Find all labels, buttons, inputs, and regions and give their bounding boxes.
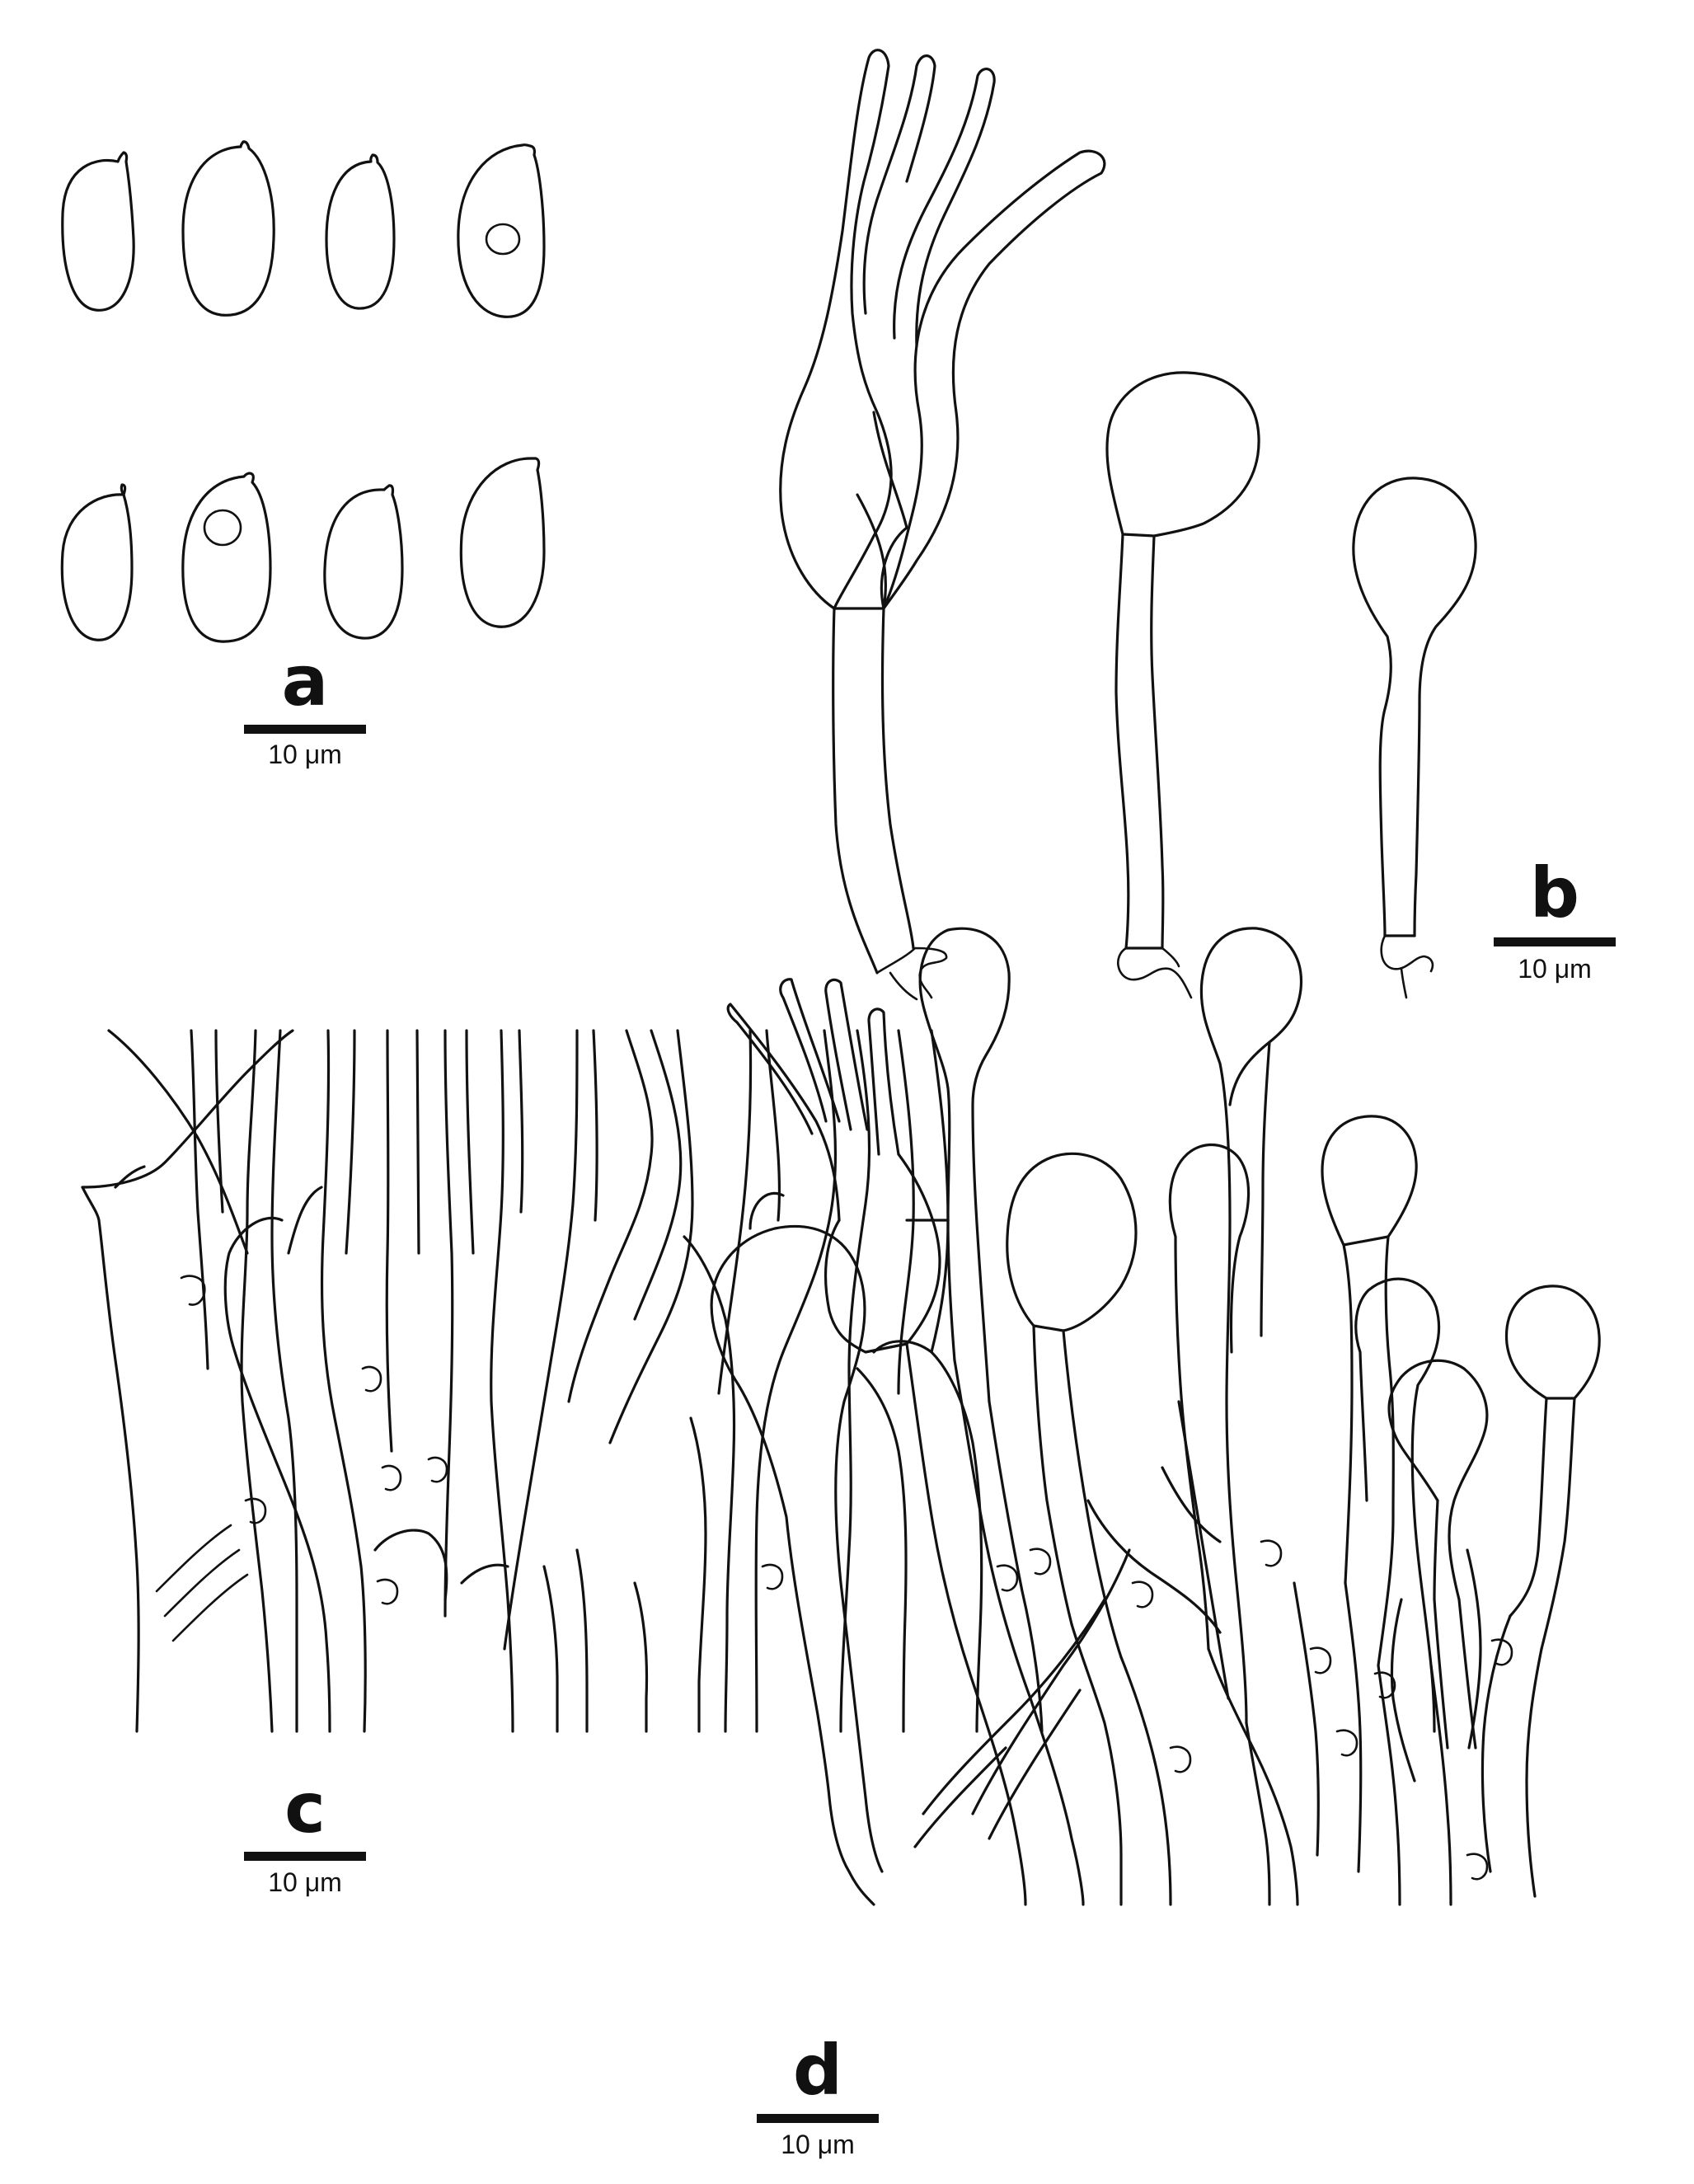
panel-d-hymenium: d 10 μm	[710, 927, 1601, 2159]
panel-c-scale-bar	[244, 1852, 366, 1861]
panel-a-scale-bar	[244, 725, 366, 734]
basidium	[779, 49, 1106, 1001]
panel-b-scale-bar	[1494, 937, 1616, 946]
panel-a-spores: a 10 μm	[60, 140, 546, 769]
spore	[323, 484, 404, 640]
spore	[60, 483, 134, 641]
cystidium	[905, 927, 1011, 1403]
panel-b-letter: b	[1530, 852, 1579, 933]
panel-b-basidium-cystidia: b 10 μm	[779, 49, 1616, 1001]
panel-a-letter: a	[282, 641, 329, 721]
spore	[325, 153, 396, 310]
panel-b-scale-label: 10 μm	[1518, 954, 1592, 984]
spore	[61, 151, 135, 312]
panel-d-scale-bar	[757, 2114, 879, 2123]
cystidium	[1352, 477, 1477, 999]
panel-c-scale-label: 10 μm	[268, 1867, 342, 1897]
panel-a-scale-label: 10 μm	[268, 740, 342, 769]
spore	[457, 143, 546, 318]
spore	[181, 472, 272, 643]
cystidium	[1006, 1152, 1138, 1659]
cystidium	[1321, 1115, 1418, 1667]
cystidium	[1354, 1277, 1441, 1733]
spore	[459, 457, 546, 628]
basidium	[726, 978, 941, 1354]
cystidium	[1387, 1359, 1489, 1601]
cystidium	[1504, 1285, 1601, 1651]
spore	[181, 140, 275, 317]
cystidium	[1199, 927, 1303, 1725]
panel-d-letter: d	[793, 2030, 842, 2111]
panel-c-hyphae: c 10 μm	[81, 1029, 983, 1897]
cystidium	[1105, 371, 1260, 999]
cystidium	[710, 1224, 867, 1799]
panel-c-letter: c	[284, 1768, 326, 1848]
panel-d-scale-label: 10 μm	[781, 2130, 855, 2159]
